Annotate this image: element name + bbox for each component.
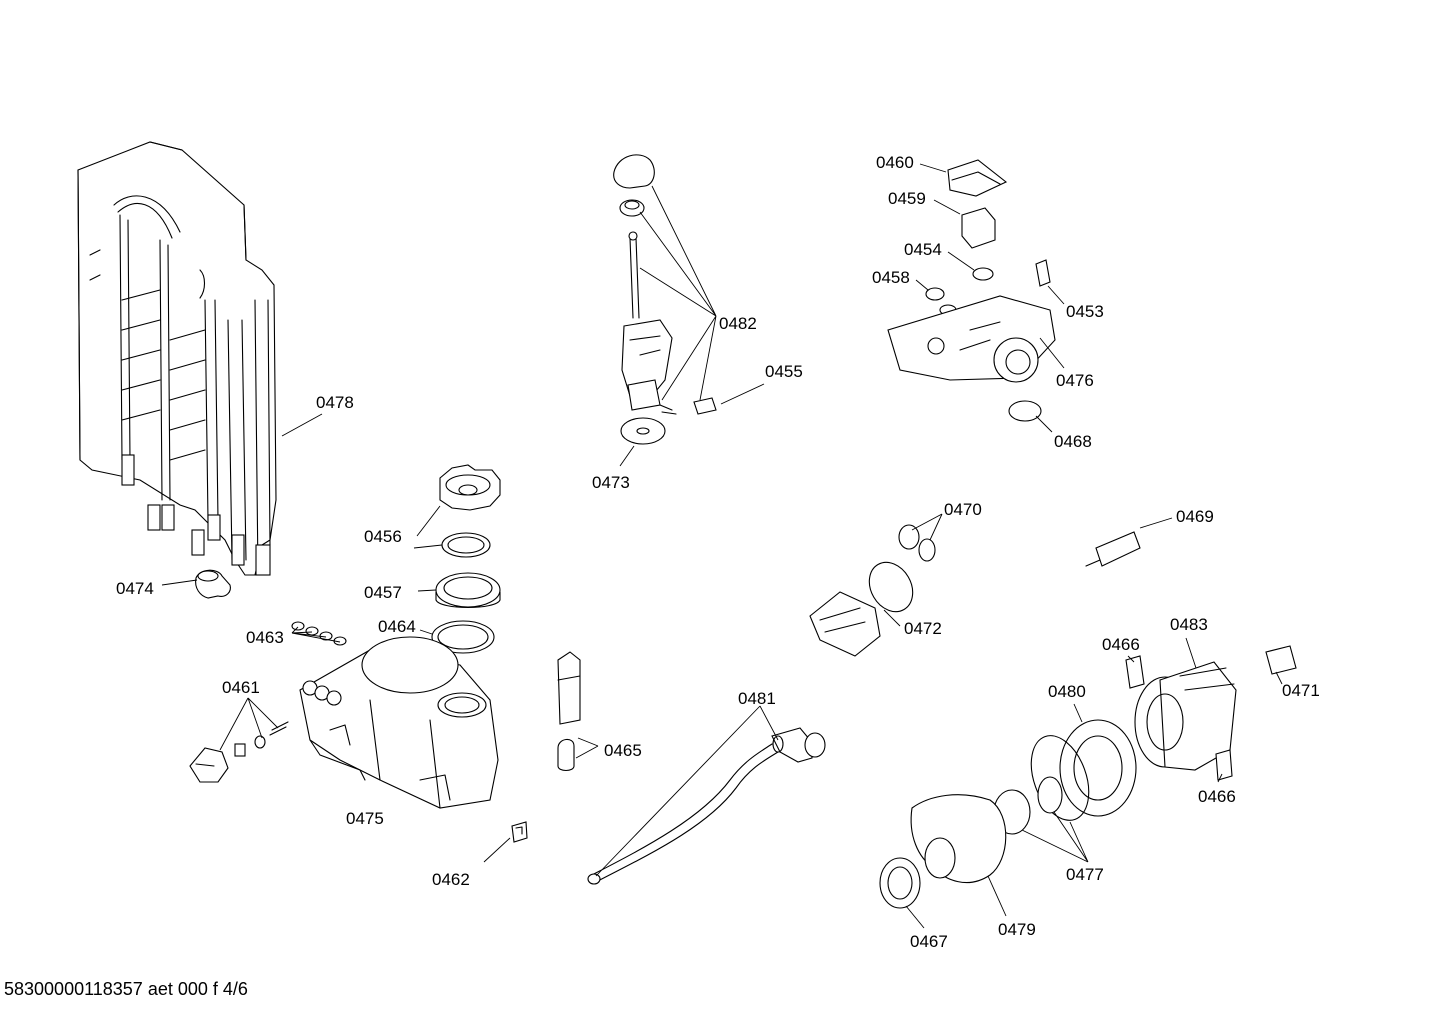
label-0467: 0467 [910, 932, 948, 951]
part-0481-hose [587, 727, 826, 885]
part-0466-clip-b [1215, 749, 1233, 781]
label-0453: 0453 [1066, 302, 1104, 321]
label-0475: 0475 [346, 809, 384, 828]
label-0478: 0478 [316, 393, 354, 412]
label-0466-lower: 0466 [1198, 787, 1236, 806]
label-0469: 0469 [1176, 507, 1214, 526]
part-0467-seal [879, 857, 921, 909]
label-0466-upper: 0466 [1102, 635, 1140, 654]
part-0482-float-assembly [613, 154, 677, 415]
label-0460: 0460 [876, 153, 914, 172]
label-0483: 0483 [1170, 615, 1208, 634]
label-0464: 0464 [378, 617, 416, 636]
label-0482: 0482 [719, 314, 757, 333]
part-0476-pressure-switch [887, 295, 1056, 383]
part-0454-oring [972, 267, 994, 281]
part-0473-disc [620, 417, 666, 445]
label-0470: 0470 [944, 500, 982, 519]
part-0460-cover [947, 159, 1008, 197]
label-0477: 0477 [1066, 865, 1104, 884]
part-0457-nut [435, 572, 501, 608]
label-0463: 0463 [246, 628, 284, 647]
label-0458: 0458 [872, 268, 910, 287]
label-0456: 0456 [364, 527, 402, 546]
diagram-reference-number: 58300000118357 aet 000 f 4/6 [4, 979, 248, 999]
label-0468: 0468 [1054, 432, 1092, 451]
label-0481: 0481 [738, 689, 776, 708]
label-0476: 0476 [1056, 371, 1094, 390]
label-0480: 0480 [1048, 682, 1086, 701]
label-0461: 0461 [222, 678, 260, 697]
label-0457: 0457 [364, 583, 402, 602]
part-0470-fittings [898, 524, 936, 562]
label-0473: 0473 [592, 473, 630, 492]
label-0479: 0479 [998, 920, 1036, 939]
part-0457-ring [441, 532, 491, 558]
label-0454: 0454 [904, 240, 942, 259]
part-0455-clip [693, 397, 717, 415]
part-0478-heat-exchanger [77, 141, 277, 576]
part-0464-gasket [431, 620, 495, 654]
part-0468-clamp [1008, 400, 1042, 422]
part-0479-pump-housing [910, 794, 1007, 884]
part-0475-salt-container [299, 636, 499, 809]
label-0472: 0472 [904, 619, 942, 638]
part-0461-valve [189, 721, 289, 783]
part-0480-housing [1059, 719, 1137, 817]
part-0459-sensor [961, 207, 996, 249]
part-0462-clip [511, 821, 528, 843]
label-0471: 0471 [1282, 681, 1320, 700]
part-0471-connector [1265, 645, 1297, 675]
part-0466-clip-a [1125, 655, 1145, 689]
part-0456-salt-cap [439, 464, 501, 511]
label-0474: 0474 [116, 579, 154, 598]
part-0472-pump [809, 561, 914, 657]
label-0462: 0462 [432, 870, 470, 889]
label-0465: 0465 [604, 741, 642, 760]
part-0483-heater [1134, 661, 1237, 771]
label-0455: 0455 [765, 362, 803, 381]
callout-labels: 0478 0474 0456 0457 0463 0464 0461 0475 … [116, 153, 1320, 951]
leader-lines [161, 163, 1283, 929]
part-0453-clip [1035, 259, 1051, 287]
part-0474-elbow [195, 569, 231, 599]
label-0459: 0459 [888, 189, 926, 208]
part-0469-connector [1085, 531, 1141, 567]
part-0465-sensor [557, 651, 581, 772]
